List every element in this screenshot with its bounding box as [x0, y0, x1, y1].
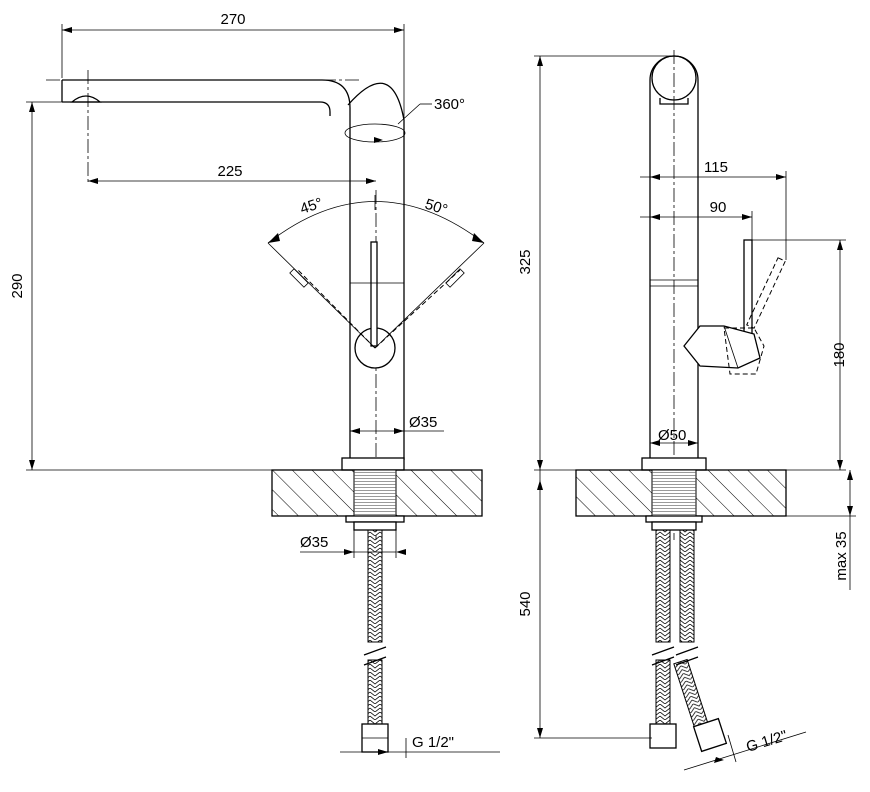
dim-325: 325 — [517, 249, 534, 274]
dim-360: 360° — [434, 96, 465, 113]
front-swing-arc — [267, 201, 485, 244]
dim-d35-shank: Ø35 — [300, 534, 328, 551]
side-hose-left-lower — [655, 659, 671, 725]
dim-115: 115 — [704, 159, 728, 176]
dim-max35: max 35 — [833, 531, 850, 580]
side-base-ring — [641, 457, 707, 471]
dim-45: 45° — [298, 195, 325, 218]
dim-225: 225 — [217, 163, 242, 180]
front-view — [46, 70, 485, 753]
dim-g12-front: G 1/2" — [412, 734, 454, 751]
dim-50: 50° — [423, 196, 450, 219]
side-hose-nut-left — [649, 723, 677, 749]
front-dimensions: 270 225 360° 45° 50° 290 Ø35 Ø35 — [9, 11, 500, 758]
dim-180: 180 — [831, 342, 848, 367]
dim-540: 540 — [517, 591, 534, 616]
dim-270: 270 — [220, 11, 245, 28]
side-hose-left-upper — [655, 529, 671, 643]
dim-g12-side: G 1/2" — [744, 727, 789, 756]
side-hose-nut-right — [692, 717, 728, 753]
dim-290: 290 — [9, 273, 26, 298]
front-lever — [370, 241, 378, 347]
front-aerator — [70, 95, 102, 103]
front-spout — [62, 79, 351, 140]
dim-90: 90 — [710, 199, 727, 216]
dim-d35-body: Ø35 — [409, 414, 437, 431]
side-hose-right-upper — [679, 529, 695, 643]
side-handle-block — [683, 325, 761, 369]
front-hose-lower — [367, 659, 383, 725]
side-hose-right-lower — [673, 658, 709, 730]
side-view — [575, 50, 787, 753]
front-hose-upper — [367, 529, 383, 643]
side-lever — [743, 239, 753, 337]
front-base-ring — [341, 457, 405, 471]
dim-d50: Ø50 — [658, 427, 686, 444]
side-dimensions: 325 115 90 180 Ø50 max 35 — [517, 55, 856, 771]
